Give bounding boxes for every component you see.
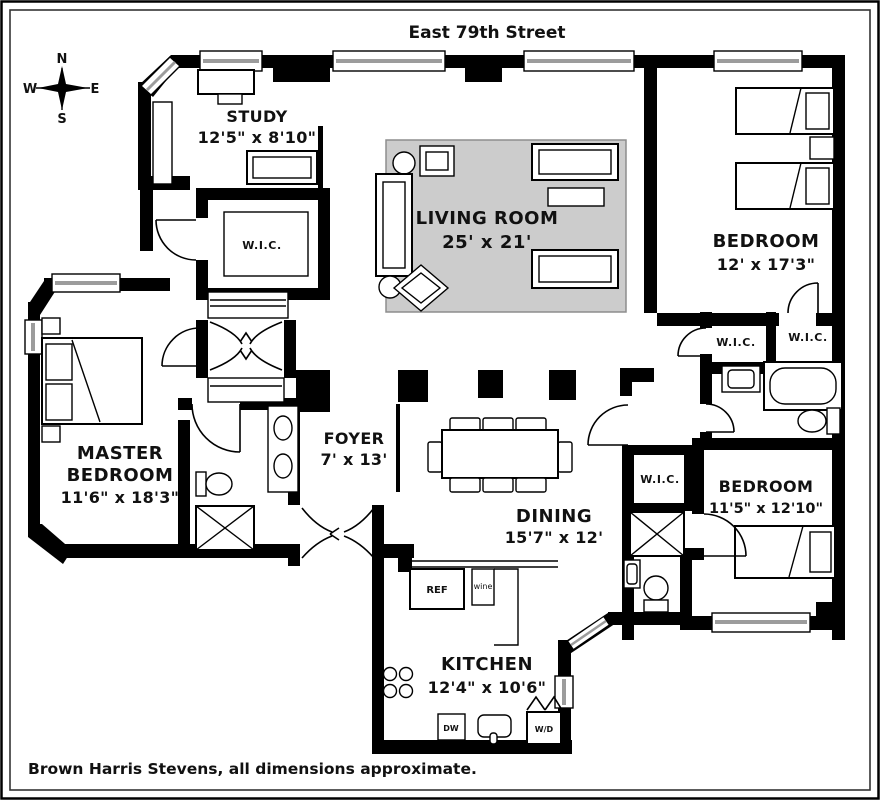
toilet — [797, 409, 827, 433]
bedroom-wics: W.I.C. W.I.C. — [716, 331, 828, 349]
wic-right-label: W.I.C. — [788, 331, 828, 344]
window-top-3 — [523, 50, 635, 72]
toilet — [643, 575, 669, 601]
hall-wic-bath: W.I.C. — [623, 473, 702, 613]
linen-closet-top — [207, 291, 289, 319]
wic-left-label: W.I.C. — [716, 336, 756, 349]
toilet — [205, 472, 233, 496]
window-bedroom-bottom — [711, 612, 811, 633]
nightstand — [41, 425, 61, 443]
study-label: STUDY — [226, 107, 287, 126]
window-kitchen-right — [554, 675, 574, 709]
chair — [449, 477, 481, 493]
bedroom-bottom-label: BEDROOM — [719, 477, 814, 496]
study-room: STUDY 12'5" x 8'10" — [152, 69, 318, 185]
window-top-2 — [332, 50, 446, 72]
study-dims: 12'5" x 8'10" — [198, 128, 317, 147]
living-room-label: LIVING ROOM — [416, 208, 559, 229]
living-room: LIVING ROOM 25' x 21' — [375, 143, 619, 312]
wine-label: wine — [474, 582, 493, 591]
wine-cooler — [471, 568, 495, 606]
compass-w: W — [23, 82, 37, 97]
study-wic-label: W.I.C. — [242, 239, 282, 252]
wic-door-arrow — [687, 477, 702, 503]
hall-wic-label: W.I.C. — [640, 473, 680, 486]
refrigerator — [409, 568, 465, 610]
linen-closet-bottom — [207, 377, 285, 403]
master-label-2: BEDROOM — [67, 465, 174, 486]
bedroom-bottom: BEDROOM 11'5" x 12'10" — [709, 477, 836, 579]
bifold-door — [526, 695, 563, 711]
washer-dryer-label: W/D — [535, 725, 554, 734]
desk-chair — [217, 93, 243, 105]
chair — [515, 477, 547, 493]
dining-room: DINING 15'7" x 12' — [427, 417, 604, 547]
bathroom-top — [721, 361, 843, 435]
kitchen-dims: 12'4" x 10'6" — [428, 678, 547, 697]
coffee-table — [547, 187, 605, 207]
hall-closets — [207, 291, 289, 403]
nightstand — [809, 136, 835, 160]
street-title: East 79th Street — [409, 23, 566, 43]
compass-e: E — [91, 82, 100, 97]
master-label-1: MASTER — [77, 443, 163, 464]
window-top-4 — [713, 50, 803, 72]
foyer-dims: 7' x 13' — [320, 450, 387, 469]
chair — [557, 441, 573, 473]
compass-s: S — [57, 112, 66, 127]
shower-2 — [629, 511, 685, 557]
bedroom-bottom-dims: 11'5" x 12'10" — [709, 501, 823, 517]
foyer: FOYER 7' x 13' — [320, 429, 387, 469]
side-table-round — [392, 151, 416, 175]
inner-border — [9, 9, 871, 791]
chair — [482, 477, 514, 493]
master-bathroom — [195, 405, 299, 551]
washer-dryer: W/D — [526, 695, 563, 745]
shower — [195, 505, 255, 551]
nightstand — [41, 317, 61, 335]
windows — [24, 50, 811, 709]
dishwasher — [437, 713, 466, 741]
master-dims: 11'6" x 18'3" — [61, 488, 180, 507]
desk — [197, 69, 255, 95]
living-room-dims: 25' x 21' — [442, 232, 532, 253]
window-kitchen-diagonal — [568, 617, 609, 649]
window-master-top — [51, 273, 121, 293]
window-corner-diagonal — [139, 56, 182, 96]
foyer-label: FOYER — [324, 429, 385, 448]
dining-label: DINING — [516, 506, 592, 527]
footer-note: Brown Harris Stevens, all dimensions app… — [28, 760, 477, 778]
compass-icon: N S W E — [23, 52, 100, 127]
refrigerator-label: REF — [426, 585, 447, 596]
bedroom-top: BEDROOM 12' x 17'3" — [713, 87, 835, 274]
kitchen-label: KITCHEN — [441, 654, 533, 675]
wic-shelf — [223, 211, 309, 277]
chair — [427, 441, 443, 473]
dishwasher-label: DW — [443, 724, 459, 733]
doors — [155, 219, 819, 559]
study-wic: W.I.C. — [223, 211, 309, 277]
dining-dims: 15'7" x 12' — [505, 528, 604, 547]
window-top-1 — [199, 50, 263, 72]
window-master-left — [24, 319, 43, 355]
bookcase — [152, 101, 173, 185]
bedroom-top-label: BEDROOM — [713, 231, 820, 252]
bedroom-top-dims: 12' x 17'3" — [717, 255, 816, 274]
master-bedroom: MASTER BEDROOM 11'6" x 18'3" — [41, 317, 180, 507]
counter — [494, 568, 519, 646]
kitchen: REF wine DW W/D KITCHEN 12'4" x 10'6" — [382, 560, 563, 745]
compass-n: N — [57, 52, 68, 67]
dining-table — [441, 429, 559, 479]
stove — [382, 666, 414, 699]
